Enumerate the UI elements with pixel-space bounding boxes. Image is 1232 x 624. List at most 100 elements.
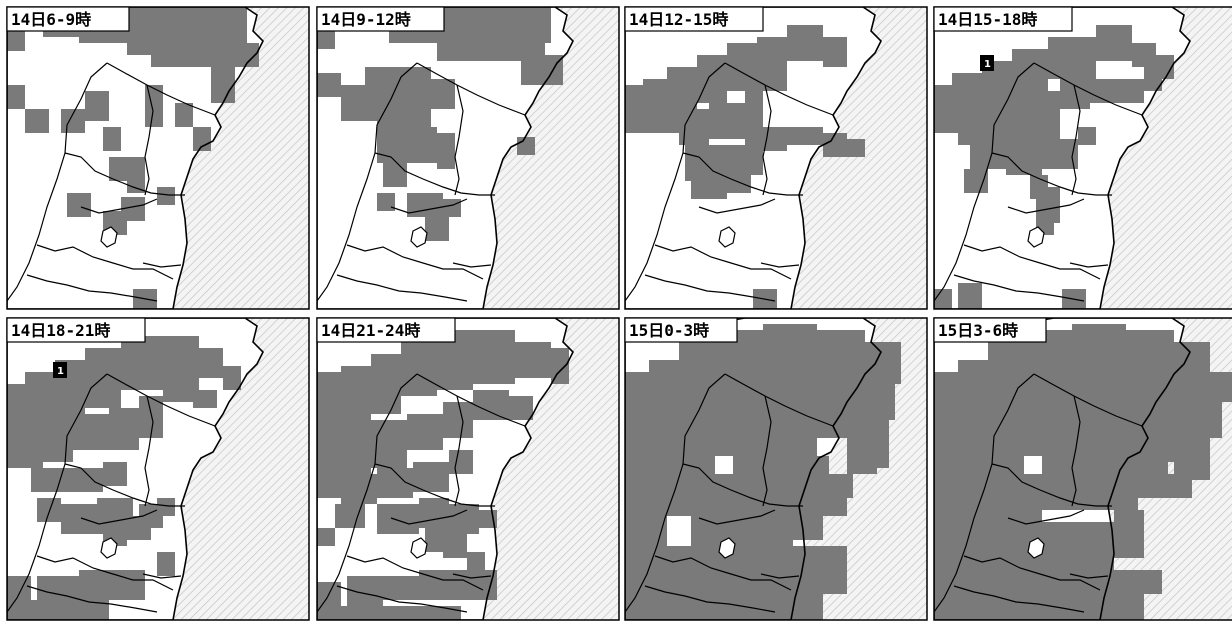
panel-frame (316, 317, 620, 621)
shaded-cell (1042, 456, 1096, 510)
prefecture-border (7, 373, 108, 613)
shaded-cell (934, 570, 1144, 620)
shaded-cell (103, 127, 121, 151)
panel-title: 14日18-21時 (11, 321, 110, 340)
shaded-cell (1096, 456, 1138, 510)
shaded-cell (7, 85, 25, 109)
coastline (7, 7, 264, 309)
shaded-cell (823, 546, 847, 594)
shaded-cell (407, 127, 437, 163)
prefecture-border (26, 585, 158, 613)
shaded-cell (1126, 330, 1174, 396)
shaded-cell (473, 330, 515, 384)
shaded-cell (7, 600, 67, 620)
prefecture-border (1033, 62, 1143, 116)
prefecture-border (106, 373, 216, 427)
shaded-cell (431, 79, 455, 109)
shaded-cell (625, 85, 643, 109)
prefecture-border (36, 555, 174, 591)
prefecture-border (374, 463, 495, 507)
prefecture-border (724, 62, 834, 116)
prefecture-border (454, 395, 464, 507)
shaded-cell (151, 7, 211, 67)
lake-outline (718, 537, 736, 559)
shaded-cell (1012, 49, 1048, 97)
prefecture-border (416, 62, 526, 116)
prefecture-border (454, 84, 464, 196)
shaded-cell (341, 85, 365, 121)
panel-frame (933, 6, 1232, 310)
shaded-cell (1114, 79, 1144, 103)
prefecture-border (317, 373, 418, 613)
shaded-cell (1000, 474, 1042, 522)
shaded-cell (37, 498, 61, 522)
shaded-cell (823, 133, 847, 157)
shaded-cell (193, 127, 211, 151)
panel-title-box (933, 6, 1073, 32)
prefecture-border (452, 573, 492, 579)
shaded-cell (157, 498, 175, 516)
shaded-cell (934, 85, 952, 109)
prefecture-border (1069, 573, 1109, 579)
shaded-cell (733, 456, 787, 510)
prefecture-border (336, 274, 468, 302)
prefecture-border (1069, 262, 1109, 268)
shaded-cell (1126, 396, 1174, 462)
panel-title-box (933, 317, 1047, 343)
panel-frame (933, 317, 1232, 621)
lake-outline (1027, 537, 1045, 559)
shaded-cell (934, 289, 952, 309)
panel-frame (316, 6, 620, 310)
shaded-cell (437, 133, 455, 169)
prefecture-border (106, 62, 216, 116)
shaded-cell (157, 187, 175, 205)
panel-title-box (624, 317, 738, 343)
shaded-cell (341, 366, 371, 432)
panel-title: 14日21-24時 (321, 321, 420, 340)
shaded-cell (733, 510, 793, 546)
shaded-cell (377, 193, 395, 211)
prefecture-border (698, 509, 776, 525)
shaded-cell (127, 516, 151, 540)
prefecture-border (1071, 84, 1081, 196)
shaded-cell (79, 570, 121, 600)
shaded-cell (1090, 79, 1114, 103)
prefecture-border (934, 373, 1035, 613)
prefecture-border (64, 463, 185, 507)
shaded-area (934, 324, 1232, 620)
shaded-cell (667, 67, 697, 109)
forecast-panel-7: 15日0-3時 (624, 317, 928, 621)
shaded-cell (193, 390, 217, 408)
prefecture-border (625, 373, 726, 613)
shaded-cell (625, 372, 649, 426)
forecast-panel-6: 14日21-24時 (316, 317, 620, 621)
forecast-panel-8: 15日3-6時 (933, 317, 1232, 621)
panel-title-box (6, 6, 130, 32)
shaded-cell (157, 552, 175, 576)
coastline (934, 318, 1191, 620)
shaded-cell (449, 504, 479, 534)
shaded-cell (1024, 91, 1060, 139)
shaded-cell (317, 474, 341, 498)
shaded-cell (1114, 510, 1144, 558)
coastline (625, 7, 882, 309)
shaded-cell (223, 366, 241, 390)
prefecture-border (760, 262, 800, 268)
prefecture-border (317, 62, 418, 302)
prefecture-border (1071, 395, 1081, 507)
prefecture-border (80, 198, 158, 214)
prefecture-border (142, 573, 182, 579)
prefecture-border (698, 198, 776, 214)
shaded-cell (341, 426, 371, 474)
shaded-cell (715, 390, 763, 456)
forecast-panel-1: 14日6-9時 (6, 6, 310, 310)
shaded-cell (697, 55, 727, 103)
shaded-cell (317, 372, 341, 432)
panel-title: 15日3-6時 (938, 321, 1018, 340)
shaded-cell (67, 193, 91, 217)
panel-title-box (316, 6, 445, 32)
shaded-cell (793, 510, 823, 540)
shaded-cell (443, 534, 467, 558)
panel-title: 14日9-12時 (321, 10, 411, 29)
shaded-cell (673, 414, 715, 474)
